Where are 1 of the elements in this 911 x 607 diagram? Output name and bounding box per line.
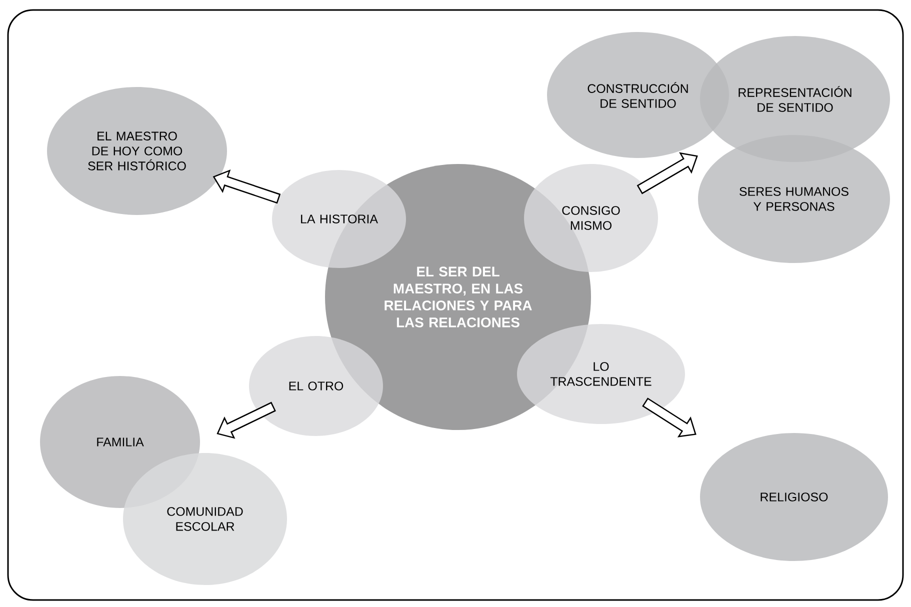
- block-arrow: [642, 398, 696, 438]
